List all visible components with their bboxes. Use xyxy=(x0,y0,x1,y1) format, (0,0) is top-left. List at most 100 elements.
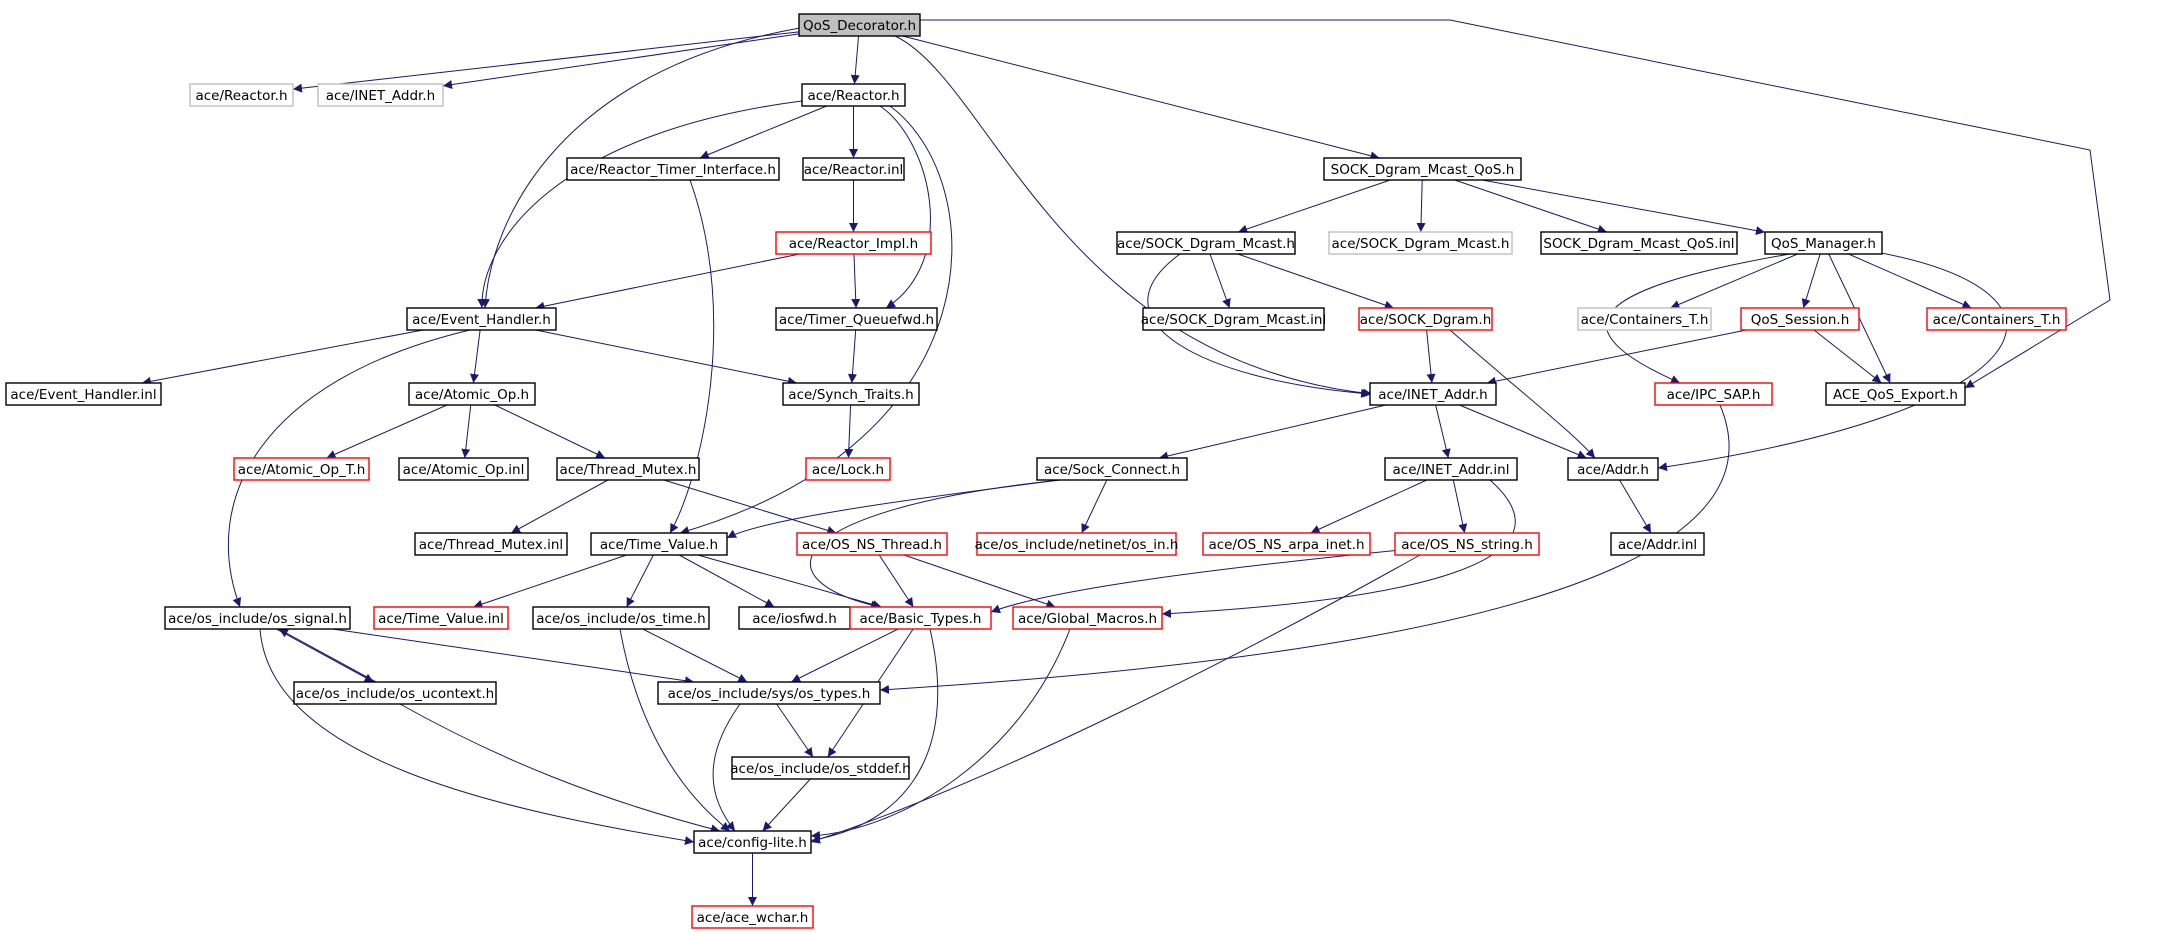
node-ipc-sap[interactable]: ace/IPC_SAP.h xyxy=(1654,382,1773,406)
node-qos-session[interactable]: QoS_Session.h xyxy=(1740,307,1860,331)
node-basic-types[interactable]: ace/Basic_Types.h xyxy=(849,606,992,630)
edge-atomic-op-to-thread-mutex xyxy=(494,404,606,459)
node-reactor-ext[interactable]: ace/Reactor.h xyxy=(189,83,294,107)
dependency-edges xyxy=(141,19,2111,906)
node-inet-addr-ext[interactable]: ace/INET_Addr.h xyxy=(317,83,444,107)
edge-os-ns-thread-to-global-macros xyxy=(903,554,1056,609)
node-box xyxy=(657,681,881,705)
node-label: ace/os_include/os_stddef.h xyxy=(730,761,910,777)
edge-sock-connect-to-time-value xyxy=(726,479,1061,539)
edge-root-to-reactor xyxy=(850,35,860,85)
node-label: ace/Atomic_Op.inl xyxy=(403,462,525,478)
edge-event-handler-to-atomic-op xyxy=(470,329,481,384)
node-label: ace/Time_Value.h xyxy=(600,537,718,553)
node-ace-wchar[interactable]: ace/ace_wchar.h xyxy=(691,905,814,929)
node-sock-dgram[interactable]: ace/SOCK_Dgram.h xyxy=(1358,307,1493,331)
node-event-handler-inl[interactable]: ace/Event_Handler.inl xyxy=(5,382,162,406)
node-label: ace/config-lite.h xyxy=(698,835,807,851)
edge-sock-dgram-mcast-to-sock-dgram xyxy=(1237,253,1394,310)
node-sock-dgram-mcast[interactable]: ace/SOCK_Dgram_Mcast.h xyxy=(1116,231,1296,255)
node-label: ace/INET_Addr.h xyxy=(326,88,435,104)
node-box xyxy=(317,83,444,107)
node-label: ace/Addr.inl xyxy=(1618,537,1697,553)
node-label: ace/os_include/sys/os_types.h xyxy=(668,686,871,702)
node-os-time[interactable]: ace/os_include/os_time.h xyxy=(532,606,710,630)
edge-os-signal-to-os-types xyxy=(332,628,695,686)
node-containers-t-ext[interactable]: ace/Containers_T.h xyxy=(1577,307,1712,331)
edge-os-time-to-config-lite xyxy=(619,628,731,832)
node-box xyxy=(1764,231,1883,255)
node-qos-manager[interactable]: QoS_Manager.h xyxy=(1764,231,1883,255)
node-atomic-op[interactable]: ace/Atomic_Op.h xyxy=(408,382,536,406)
node-reactor-impl[interactable]: ace/Reactor_Impl.h xyxy=(775,231,932,255)
node-inet-addr[interactable]: ace/INET_Addr.h xyxy=(1369,382,1497,406)
node-label: ace/ace_wchar.h xyxy=(697,910,809,926)
edge-sock-dgram-to-addr xyxy=(1449,329,1596,459)
edge-os-signal-to-os-ucontext xyxy=(276,628,374,683)
node-label: ace/SOCK_Dgram.h xyxy=(1360,312,1492,328)
dependency-nodes: QoS_Decorator.h ace/Reactor.h ace/INET_Add… xyxy=(5,13,2067,929)
node-os-ns-string[interactable]: ace/OS_NS_string.h xyxy=(1394,532,1540,556)
node-label: ace/OS_NS_arpa_inet.h xyxy=(1208,537,1364,553)
node-thread-mutex-inl[interactable]: ace/Thread_Mutex.inl xyxy=(414,532,568,556)
node-box xyxy=(532,606,710,630)
node-os-stddef[interactable]: ace/os_include/os_stddef.h xyxy=(730,756,911,780)
node-netinet-in[interactable]: ace/os_include/netinet/os_in.h xyxy=(975,532,1179,556)
node-box xyxy=(414,532,568,556)
node-iosfwd[interactable]: ace/iosfwd.h xyxy=(738,606,851,630)
node-timer-queuefwd[interactable]: ace/Timer_Queuefwd.h xyxy=(775,307,938,331)
node-os-signal[interactable]: ace/os_include/os_signal.h xyxy=(164,606,351,630)
node-label: ace/Addr.h xyxy=(1577,462,1649,478)
node-sdmq[interactable]: SOCK_Dgram_Mcast_QoS.h xyxy=(1323,157,1522,181)
node-os-types[interactable]: ace/os_include/sys/os_types.h xyxy=(657,681,881,705)
node-time-value-inl[interactable]: ace/Time_Value.inl xyxy=(373,606,509,630)
node-label: ace/OS_NS_Thread.h xyxy=(802,537,942,553)
node-rti[interactable]: ace/Reactor_Timer_Interface.h xyxy=(566,157,780,181)
node-lock[interactable]: ace/Lock.h xyxy=(805,457,891,481)
node-sock-dgram-mcast-ext[interactable]: ace/SOCK_Dgram_Mcast.h xyxy=(1328,231,1513,255)
node-addr[interactable]: ace/Addr.h xyxy=(1567,457,1659,481)
edge-os-ns-thread-to-basic-types xyxy=(878,554,914,608)
edge-global-macros-to-config-lite xyxy=(810,628,1071,840)
node-sock-dgram-mcast-inl[interactable]: ace/SOCK_Dgram_Mcast.inl xyxy=(1141,307,1326,331)
edge-reactor-to-rti xyxy=(699,105,827,159)
node-event-handler[interactable]: ace/Event_Handler.h xyxy=(406,307,557,331)
node-reactor-inl[interactable]: ace/Reactor.inl xyxy=(802,157,905,181)
node-sdmq-inl[interactable]: SOCK_Dgram_Mcast_QoS.inl xyxy=(1540,231,1738,255)
node-label: ace/Synch_Traits.h xyxy=(788,387,913,403)
node-os-ucontext[interactable]: ace/os_include/os_ucontext.h xyxy=(293,681,497,705)
node-box xyxy=(1323,157,1522,181)
node-box xyxy=(796,532,948,556)
node-label: ace/Thread_Mutex.h xyxy=(560,462,697,478)
node-synch-traits[interactable]: ace/Synch_Traits.h xyxy=(782,382,920,406)
node-global-macros[interactable]: ace/Global_Macros.h xyxy=(1012,606,1163,630)
node-box xyxy=(373,606,509,630)
node-box xyxy=(802,157,905,181)
node-atomic-op-inl[interactable]: ace/Atomic_Op.inl xyxy=(398,457,529,481)
node-atomic-op-t[interactable]: ace/Atomic_Op_T.h xyxy=(233,457,370,481)
node-os-ns-thread[interactable]: ace/OS_NS_Thread.h xyxy=(796,532,948,556)
node-reactor[interactable]: ace/Reactor.h xyxy=(801,83,906,107)
edge-root-to-reactor-ext xyxy=(292,31,800,93)
node-label: ace/Event_Handler.inl xyxy=(10,387,156,403)
node-config-lite[interactable]: ace/config-lite.h xyxy=(693,830,812,854)
node-addr-inl[interactable]: ace/Addr.inl xyxy=(1610,532,1705,556)
node-qos-export[interactable]: ACE_QoS_Export.h xyxy=(1825,382,1966,406)
edge-time-value-to-basic-types xyxy=(697,554,882,609)
node-time-value[interactable]: ace/Time_Value.h xyxy=(590,532,728,556)
node-box xyxy=(1394,532,1540,556)
node-os-ns-arpa-inet[interactable]: ace/OS_NS_arpa_inet.h xyxy=(1202,532,1371,556)
node-label: ace/SOCK_Dgram_Mcast.h xyxy=(1117,236,1295,252)
node-sock-connect[interactable]: ace/Sock_Connect.h xyxy=(1036,457,1188,481)
node-label: ace/Time_Value.inl xyxy=(378,611,504,627)
node-root[interactable]: QoS_Decorator.h xyxy=(798,13,921,37)
node-thread-mutex[interactable]: ace/Thread_Mutex.h xyxy=(556,457,700,481)
node-box xyxy=(189,83,294,107)
edge-qos-session-to-qos-export xyxy=(1813,329,1882,384)
edge-ipc-sap-to-os-types xyxy=(879,404,1730,694)
node-box xyxy=(805,457,891,481)
node-inet-addr-inl[interactable]: ace/INET_Addr.inl xyxy=(1384,457,1518,481)
edge-root-to-inet-addr-ext xyxy=(442,33,800,90)
node-containers-t[interactable]: ace/Containers_T.h xyxy=(1926,307,2067,331)
edge-os-ucontext-to-config-lite xyxy=(399,703,721,834)
